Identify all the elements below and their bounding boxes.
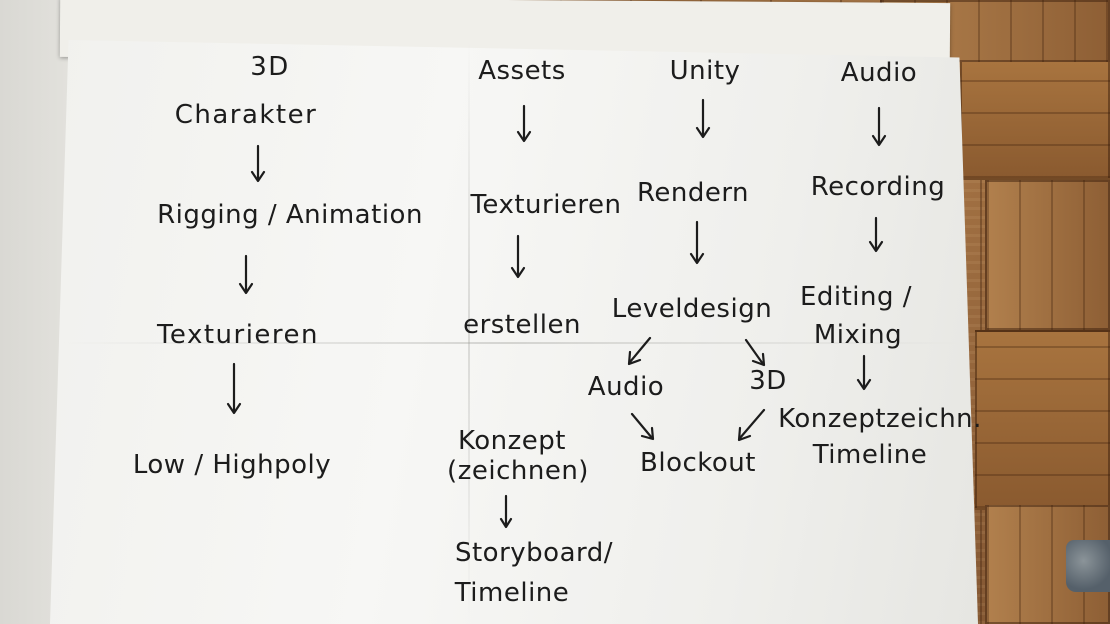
arrow-c2-step1-to-step2 <box>510 234 526 279</box>
step-node: Texturieren <box>156 320 320 350</box>
merge-node: Blockout <box>640 448 756 478</box>
arrow-c3-step2-to-3d <box>744 338 766 367</box>
step-node: Texturieren <box>470 190 622 220</box>
paper-fold-line <box>60 342 960 344</box>
step-node: (zeichnen) <box>447 456 589 486</box>
step-node: Recording <box>810 172 946 202</box>
arrow-c3-3d-to-blockout <box>737 408 766 442</box>
arrow-c4-title-to-step1 <box>871 106 887 147</box>
column-title: Charakter <box>174 100 318 130</box>
parquet-block <box>975 330 1110 510</box>
step-node: Mixing <box>813 320 903 350</box>
column-title: Assets <box>478 56 566 86</box>
step-node: Rendern <box>636 178 750 208</box>
arrow-c4-step1-to-step2 <box>868 216 884 253</box>
step-node: Timeline <box>812 440 928 470</box>
arrow-c3-audio-to-blockout <box>630 412 655 441</box>
branch-node: Audio <box>587 372 665 402</box>
step-node: Leveldesign <box>611 294 773 324</box>
step-node: Low / Highpoly <box>132 450 332 480</box>
step-node: Konzeptzeichn. <box>778 404 982 434</box>
arrow-c1-step1-to-step2 <box>238 254 254 295</box>
column-title: Audio <box>840 58 918 88</box>
parquet-block <box>985 180 1110 330</box>
main-paper-sheet <box>50 40 978 624</box>
step-node: Timeline <box>454 578 570 608</box>
branch-node: 3D <box>749 366 787 396</box>
step-node: Editing / <box>799 282 913 312</box>
floor-object <box>1066 540 1110 592</box>
arrow-c3-step2-to-audio <box>627 336 652 366</box>
step-node: erstellen <box>463 310 581 340</box>
column-title: 3D <box>250 52 290 82</box>
step-node: Konzept <box>458 426 566 456</box>
arrow-c3-title-to-step1 <box>695 98 711 139</box>
step-node: Rigging / Animation <box>157 200 423 230</box>
paper-fold-line <box>468 40 470 624</box>
arrow-c1-title-to-step1 <box>250 144 266 183</box>
arrow-c3-step1-to-step2 <box>689 220 705 265</box>
step-node: Storyboard/ <box>454 538 614 568</box>
column-title: Unity <box>669 56 741 86</box>
arrow-c4-step2-to-step3 <box>856 354 872 391</box>
arrow-c2-step3-to-step4 <box>499 494 513 529</box>
arrow-c1-step2-to-step3 <box>226 362 242 415</box>
arrow-c2-title-to-step1 <box>516 104 532 143</box>
